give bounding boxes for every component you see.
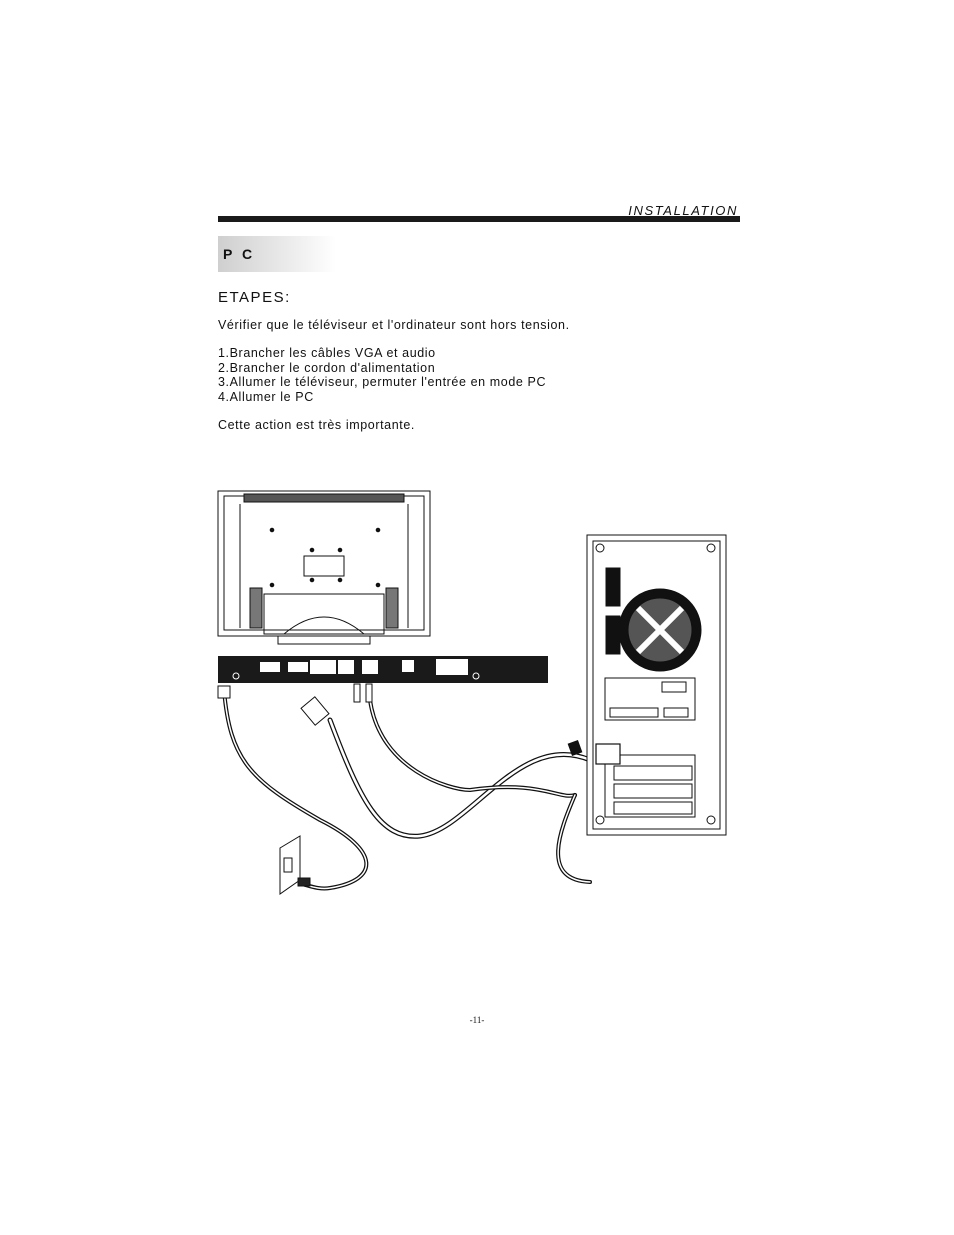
section-tab-label: P C <box>223 246 256 262</box>
power-outlet <box>279 835 311 895</box>
page-number: -11- <box>469 1015 485 1025</box>
vga-cable-inner <box>328 718 592 838</box>
section-tab: P C <box>218 236 336 272</box>
tv-back-panel <box>217 490 431 645</box>
header-rule <box>218 216 740 222</box>
tv-connector-strip <box>218 656 548 683</box>
audio-cable-inner <box>369 699 576 797</box>
pc-rear-panel <box>567 534 727 836</box>
audio-cable-pc-inner <box>557 794 591 883</box>
step-item: 2.Brancher le cordon d'alimentation <box>218 360 436 375</box>
header-label: INSTALLATION <box>628 203 738 218</box>
steps-title: ETAPES: <box>218 289 291 306</box>
audio-cable <box>368 698 577 798</box>
steps-list: 1.Brancher les câbles VGA et audio 2.Bra… <box>218 346 546 404</box>
note-text: Cette action est très importante. <box>218 418 415 432</box>
vga-cable <box>327 717 593 839</box>
tv-side-plugs <box>217 683 373 726</box>
step-item: 4.Allumer le PC <box>218 389 314 404</box>
step-item: 1.Brancher les câbles VGA et audio <box>218 346 436 360</box>
step-item: 3.Allumer le téléviseur, permuter l'entr… <box>218 375 547 389</box>
intro-text: Vérifier que le téléviseur et l'ordinate… <box>218 318 570 332</box>
power-cord-inner <box>223 689 368 890</box>
audio-cable-pc <box>556 793 592 884</box>
